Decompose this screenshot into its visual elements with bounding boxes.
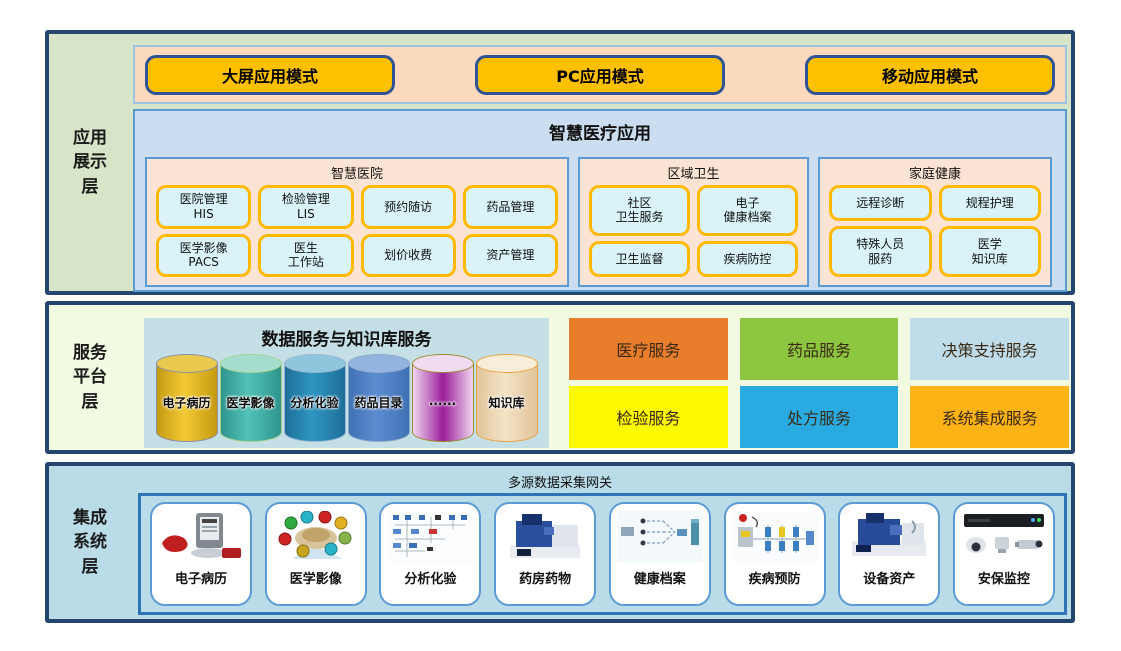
module-asset-management: 资产管理 [462, 233, 558, 277]
health-archive-photo [616, 511, 703, 563]
disease-prevention-photo [731, 511, 818, 563]
smart-hospital-grid: 医院管理 HIS 检验管理 LIS 预约随访 药品管理 医学影像 PACS 医生… [147, 184, 567, 285]
service-tile-medical: 医疗服务 [569, 318, 728, 380]
mode-button-pc: PC应用模式 [475, 54, 725, 95]
module-community-health-service: 社区 卫生服务 [589, 185, 690, 236]
db-cylinder-more: ...... [411, 354, 474, 442]
cylinder-top [347, 354, 410, 373]
device-label: 疾病预防 [748, 572, 801, 587]
section-regional-health-title: 区域卫生 [667, 167, 720, 182]
gateway-devices-panel: 电子病历 [138, 493, 1067, 615]
db-cylinder-knowledge-base: 知识库 [475, 354, 538, 442]
device-card-disease-prevention: 疾病预防 [723, 502, 826, 606]
service-tile-inspection: 检验服务 [569, 386, 728, 448]
application-display-layer-label: 应用 展示 层 [73, 127, 107, 197]
cylinder-top [411, 354, 474, 373]
service-tile-prescription: 处方服务 [739, 386, 899, 448]
device-label: 医学影像 [289, 572, 342, 587]
device-card-security-monitoring: 安保监控 [952, 502, 1055, 606]
security-monitoring-photo [961, 511, 1047, 563]
equipment-assets-photo [846, 511, 932, 563]
device-card-emr: 电子病历 [150, 502, 252, 606]
section-family-health: 家庭健康 远程诊断 规程护理 特殊人员 服药 医学 知识库 [818, 157, 1052, 287]
db-cylinder-lab: 分析化验 [283, 354, 346, 442]
module-pricing-charging: 划价收费 [360, 233, 456, 277]
pharmacy-photo [502, 511, 588, 563]
database-cylinder-row: 电子病历 医学影像 分析化验 药品目录 [144, 354, 549, 442]
module-medical-knowledge-base: 医学 知识库 [938, 226, 1041, 277]
device-card-pharmacy: 药房药物 [494, 502, 597, 606]
db-cylinder-drug-catalog: 药品目录 [347, 354, 410, 442]
service-platform-layer-label: 服务 平台 层 [73, 342, 107, 412]
module-doctor-workstation: 医生 工作站 [258, 233, 354, 277]
integration-system-layer-label: 集成 系统 层 [73, 507, 107, 577]
device-label: 安保监控 [977, 572, 1030, 587]
mode-button-bigscreen: 大屏应用模式 [145, 54, 395, 95]
cylinder-shape [283, 363, 346, 442]
cylinder-shape [347, 363, 410, 442]
module-disease-control: 疾病防控 [697, 240, 798, 277]
cylinder-shape [155, 363, 218, 442]
cylinder-shape [411, 363, 474, 442]
device-card-health-archive: 健康档案 [608, 502, 711, 606]
module-pacs: 医学影像 PACS [156, 233, 252, 277]
db-cylinder-emr: 电子病历 [155, 354, 218, 442]
db-cylinder-imaging: 医学影像 [219, 354, 282, 442]
module-drug-management: 药品管理 [462, 185, 558, 229]
module-electronic-health-record: 电子 健康档案 [697, 185, 798, 236]
service-platform-layer: 服务 平台 层 数据服务与知识库服务 电子病历 医学影像 分析化验 [45, 301, 1075, 454]
integration-system-layer: 集成 系统 层 多源数据采集网关 电子病历 [45, 462, 1075, 623]
cylinder-shape [219, 363, 282, 442]
family-health-grid: 远程诊断 规程护理 特殊人员 服药 医学 知识库 [820, 184, 1050, 285]
smart-medical-application-title: 智慧医疗应用 [549, 124, 651, 144]
cylinder-top [475, 354, 538, 373]
section-family-health-title: 家庭健康 [908, 167, 961, 182]
section-smart-hospital: 智慧医院 医院管理 HIS 检验管理 LIS 预约随访 药品管理 医学影像 PA… [145, 157, 569, 287]
emr-photo [158, 511, 244, 563]
section-regional-health: 区域卫生 社区 卫生服务 电子 健康档案 卫生监督 疾病防控 [578, 157, 809, 287]
cylinder-top [155, 354, 218, 373]
module-procedural-nursing: 规程护理 [938, 185, 1041, 222]
device-label: 健康档案 [633, 572, 686, 587]
module-appointment-followup: 预约随访 [360, 185, 456, 229]
mode-button-mobile: 移动应用模式 [805, 54, 1055, 95]
cylinder-top [283, 354, 346, 373]
module-his: 医院管理 HIS [156, 185, 252, 229]
data-knowledge-service-title: 数据服务与知识库服务 [261, 330, 432, 350]
regional-health-grid: 社区 卫生服务 电子 健康档案 卫生监督 疾病防控 [580, 184, 807, 285]
service-tile-decision-support: 决策支持服务 [910, 318, 1069, 380]
cylinder-top [219, 354, 282, 373]
device-card-lab-analysis: 分析化验 [379, 502, 482, 606]
data-knowledge-service-panel: 数据服务与知识库服务 电子病历 医学影像 分析化验 [144, 318, 549, 448]
device-label: 分析化验 [404, 572, 457, 587]
service-tile-system-integration: 系统集成服务 [910, 386, 1069, 448]
section-smart-hospital-title: 智慧医院 [330, 167, 383, 182]
module-special-population-medication: 特殊人员 服药 [829, 226, 932, 277]
device-label: 设备资产 [863, 572, 916, 587]
application-mode-strip: 大屏应用模式 PC应用模式 移动应用模式 [133, 45, 1067, 104]
imaging-photo [273, 511, 359, 563]
device-card-equipment-assets: 设备资产 [838, 502, 941, 606]
service-tile-drug: 药品服务 [739, 318, 899, 380]
device-card-medical-imaging: 医学影像 [264, 502, 367, 606]
device-label: 电子病历 [174, 572, 227, 587]
multi-source-gateway-title: 多源数据采集网关 [507, 476, 612, 491]
cylinder-shape [475, 363, 538, 442]
smart-medical-application-panel: 智慧医疗应用 智慧医院 医院管理 HIS 检验管理 LIS 预约随访 药品管理 … [133, 109, 1067, 292]
service-tiles-grid: 医疗服务 药品服务 决策支持服务 检验服务 处方服务 系统集成服务 [569, 318, 1069, 448]
device-label: 药房药物 [519, 572, 572, 587]
application-display-layer: 应用 展示 层 大屏应用模式 PC应用模式 移动应用模式 智慧医疗应用 智慧医院… [45, 30, 1075, 295]
module-health-supervision: 卫生监督 [589, 240, 690, 277]
module-remote-diagnosis: 远程诊断 [829, 185, 932, 222]
module-lis: 检验管理 LIS [258, 185, 354, 229]
lab-analysis-photo [387, 511, 474, 563]
